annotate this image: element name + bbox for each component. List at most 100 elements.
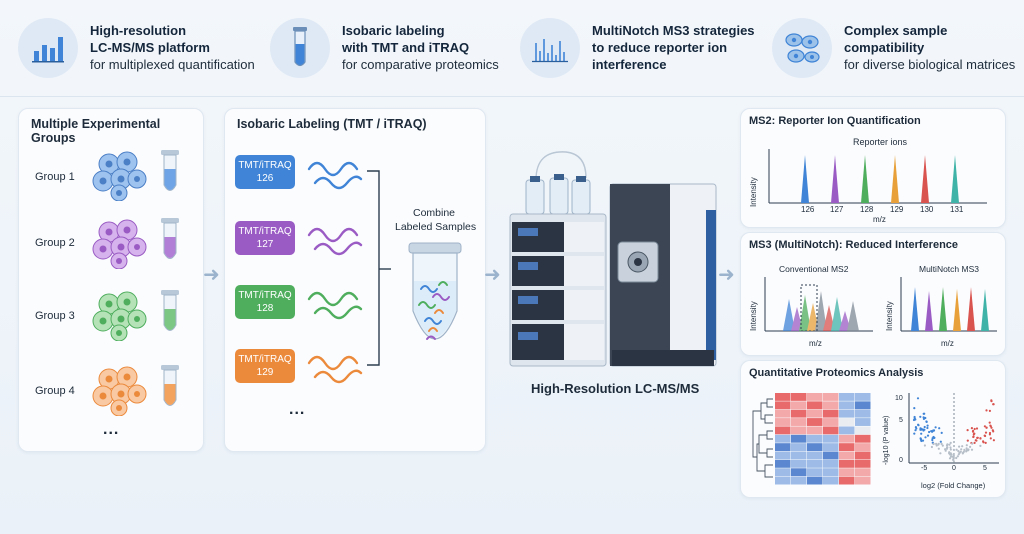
groups-panel: Multiple Experimental Groups Group 1 Gro…	[18, 108, 204, 452]
heatmap-cell	[855, 409, 871, 418]
volcano-point	[949, 448, 952, 451]
heatmap-cell	[791, 451, 807, 460]
heatmap-cell	[791, 468, 807, 477]
ms2-tick: 131	[950, 205, 964, 214]
feature-line1: Complex sample compatibility	[844, 23, 948, 55]
volcano-point	[913, 432, 916, 435]
volcano-point	[919, 415, 922, 418]
tag-line2: 129	[256, 367, 274, 378]
labeling-panel: Isobaric Labeling (TMT / iTRAQ) TMT/iTRA…	[224, 108, 486, 452]
volcano-point	[917, 424, 920, 427]
volcano-point	[925, 420, 928, 423]
volcano-point	[969, 445, 972, 448]
heatmap-cell	[791, 476, 807, 485]
more-tags-ellipsis: ...	[289, 401, 306, 418]
reporter-peak	[951, 155, 959, 203]
heatmap-cell	[807, 443, 823, 452]
group-label: Group 2	[35, 237, 75, 249]
dendrogram	[752, 398, 773, 478]
volcano-point	[973, 432, 976, 435]
ms2-ylabel: Intensity	[749, 177, 758, 207]
tag-line1: TMT/iTRAQ	[238, 160, 292, 171]
flow-arrow-icon: ➜	[718, 264, 735, 286]
quant-panel: Quantitative Proteomics Analysis -log10 …	[740, 360, 1006, 498]
heatmap-cell	[775, 468, 791, 477]
feature-line3: for multiplexed quantification	[90, 57, 255, 72]
feature-line2: to reduce reporter ion	[592, 40, 728, 55]
heatmap-cell	[839, 418, 855, 426]
group-label: Group 3	[35, 310, 75, 322]
volcano-ytick: 0	[899, 457, 903, 464]
tmt-tag-129: TMT/iTRAQ 129	[235, 349, 295, 383]
volcano-point	[983, 425, 986, 428]
heatmap-cell	[823, 443, 839, 452]
heatmap-cell	[807, 409, 823, 418]
volcano-point	[940, 431, 943, 434]
bar-chart-icon	[18, 18, 78, 78]
cell-cluster-icon	[92, 219, 147, 269]
volcano-point	[940, 442, 943, 445]
reporter-peak	[801, 155, 809, 203]
peptide-strands-icon	[307, 161, 363, 384]
volcano-point	[937, 442, 940, 445]
heatmap-cell	[823, 476, 839, 485]
heatmap-cell	[839, 409, 855, 418]
ms3-title: MS3 (MultiNotch): Reduced Interference	[749, 239, 959, 251]
feature-multinotch: MultiNotch MS3 strategies to reduce repo…	[520, 18, 755, 80]
cell-cluster-icon	[92, 151, 147, 201]
volcano-ylabel: -log10 (P value)	[883, 415, 890, 465]
volcano-point	[939, 440, 942, 443]
volcano-point	[979, 444, 982, 447]
heatmap-cell	[855, 434, 871, 443]
volcano-point	[924, 436, 927, 439]
volcano-ytick: 5	[899, 417, 903, 424]
heatmap-cell	[807, 418, 823, 426]
volcano-point	[961, 445, 964, 448]
volcano-point	[952, 454, 955, 457]
heatmap-cell	[775, 443, 791, 452]
volcano-point	[931, 438, 934, 442]
ms2-tick: 126	[801, 205, 815, 214]
heatmap-cell	[775, 451, 791, 460]
reporter-peak	[921, 155, 929, 203]
group-label: Group 1	[35, 171, 75, 183]
feature-labeling: Isobaric labeling with TMT and iTRAQ for…	[270, 18, 499, 80]
tag-line1: TMT/iTRAQ	[238, 226, 292, 237]
heatmap-cell	[855, 401, 871, 410]
volcano-point	[962, 451, 965, 454]
volcano-point	[992, 430, 995, 433]
flow-arrow-icon: ➜	[484, 264, 501, 286]
volcano-point	[966, 439, 969, 442]
cells-icon	[772, 18, 832, 78]
ms3-right-xlabel: m/z	[941, 339, 954, 348]
volcano-point	[966, 449, 969, 452]
volcano-point	[932, 429, 936, 432]
feature-compatibility: Complex sample compatibility for diverse…	[772, 18, 1024, 80]
heatmap-cell	[855, 418, 871, 426]
combine-label-line1: Combine	[413, 207, 456, 219]
volcano-xtick: -5	[921, 465, 928, 472]
ms2-tick: 127	[830, 205, 844, 214]
heatmap-cell	[839, 468, 855, 477]
heatmap-cell	[839, 443, 855, 452]
volcano-point	[966, 429, 969, 432]
volcano-point	[934, 426, 937, 429]
volcano-point	[952, 448, 955, 451]
ms3-left-xlabel: m/z	[809, 339, 822, 348]
more-groups-ellipsis: ...	[103, 421, 120, 438]
heatmap-cell	[855, 443, 871, 452]
heatmap-cell	[775, 459, 791, 468]
volcano-point	[949, 446, 952, 449]
volcano-point	[973, 441, 976, 444]
volcano-xlabel: log2 (Fold Change)	[921, 481, 986, 490]
volcano-point	[988, 431, 992, 435]
volcano-point	[952, 456, 955, 459]
heatmap-cell	[775, 418, 791, 426]
volcano-point	[975, 427, 979, 430]
volcano-point	[984, 434, 987, 438]
volcano-point	[971, 442, 974, 445]
heatmap-cell	[855, 468, 871, 477]
bracket-connector	[367, 170, 391, 366]
volcano-point	[972, 429, 975, 432]
combine-label-line2: Labeled Samples	[395, 221, 477, 233]
